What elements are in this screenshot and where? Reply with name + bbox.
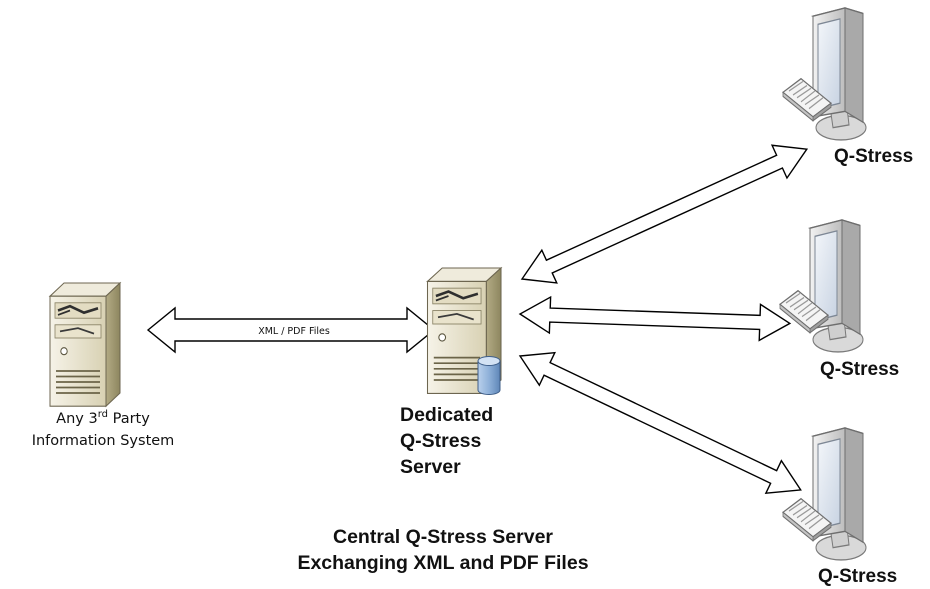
database-icon: [477, 356, 501, 395]
arrow-server-client-1: [520, 144, 809, 284]
link-label: XML / PDF Files: [258, 326, 330, 337]
client-label-3: Q-Stress: [818, 566, 898, 587]
workstation-icon-3: [782, 427, 867, 561]
server-label-line1: Dedicated: [400, 404, 494, 426]
diagram-caption: Central Q-Stress Server Exchanging XML a…: [238, 524, 648, 576]
third-party-label-prefix: Any 3: [56, 411, 98, 427]
server-label: Dedicated Q-Stress Server: [400, 402, 493, 480]
client-label-1: Q-Stress: [834, 146, 914, 167]
third-party-label-line2: Information System: [31, 433, 175, 449]
server-label-line3: Server: [400, 456, 461, 478]
third-party-label-sup: rd: [97, 409, 108, 421]
server-label-line2: Q-Stress: [400, 430, 482, 452]
caption-line2: Exchanging XML and PDF Files: [297, 552, 589, 574]
arrow-server-client-2: [518, 295, 792, 342]
third-party-server-icon: [48, 281, 122, 408]
third-party-label-suffix: Party: [108, 411, 150, 427]
third-party-label: Any 3rd Party Information System: [18, 408, 188, 452]
caption-line1: Central Q-Stress Server: [332, 526, 554, 548]
workstation-icon-2: [779, 219, 864, 353]
workstation-icon-1: [782, 7, 867, 141]
arrow-server-client-3: [518, 351, 802, 495]
client-label-2: Q-Stress: [820, 359, 900, 380]
